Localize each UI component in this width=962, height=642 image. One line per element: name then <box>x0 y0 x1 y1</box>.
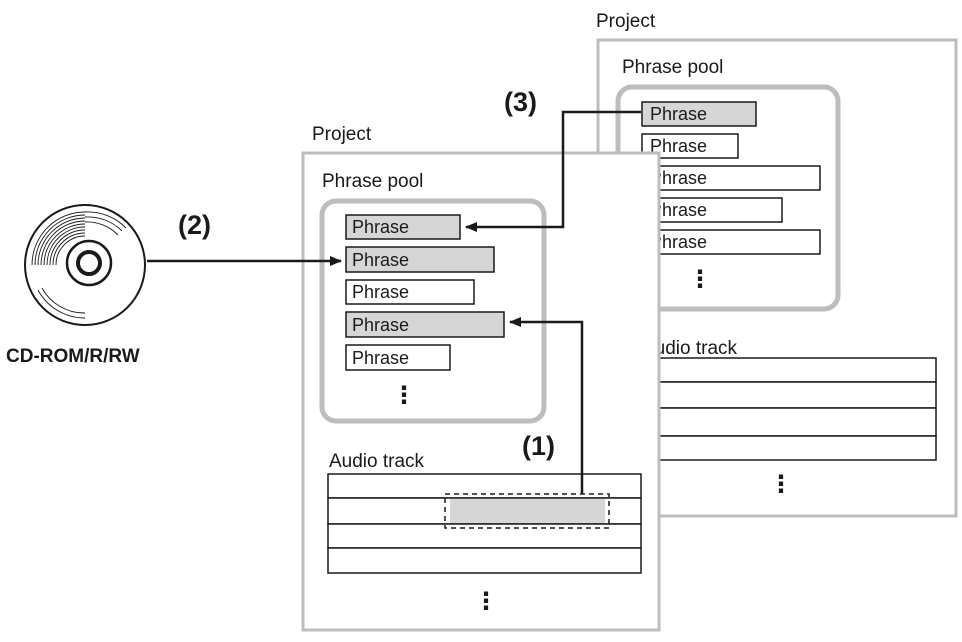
arrow-step-three-project-to-pool <box>465 110 641 232</box>
project-back-track-row <box>637 435 937 461</box>
step-two-label: (2) <box>178 210 211 240</box>
project-back-phrase-slot <box>641 165 821 191</box>
audio-track-selection <box>444 493 610 529</box>
project-front-phrase-label: Phrase <box>352 315 409 335</box>
project-back-phrase-label: Phrase <box>650 168 707 188</box>
project-front-phrase-slot <box>345 279 475 305</box>
project-front-track-title: Audio track <box>329 451 425 472</box>
cd-label: CD-ROM/R/RW <box>6 346 140 367</box>
arrow-step-one-track-to-pool <box>509 317 584 494</box>
cd-disc-icon <box>24 204 146 326</box>
project-front-pool-ellipsis: ⋮ <box>392 382 416 409</box>
project-front: Project Phrase pool Phrase Phrase Phrase… <box>301 124 661 632</box>
project-back-phrase-slot <box>641 197 783 223</box>
project-back-phrase-label: Phrase <box>650 136 707 156</box>
project-back-track-row <box>637 357 937 383</box>
project-back-phrase-label: Phrase <box>650 104 707 124</box>
step-three-label: (3) <box>504 87 537 117</box>
project-front-phrase-slot <box>345 311 505 338</box>
project-back-phrase-slot <box>641 101 757 127</box>
project-back-phrase-label: Phrase <box>650 200 707 220</box>
project-front-phrase-slot <box>345 214 461 240</box>
project-front-pool-title: Phrase pool <box>322 171 423 192</box>
cd-grooves <box>31 211 127 319</box>
project-front-title: Project <box>312 124 372 145</box>
project-front-phrase-label: Phrase <box>352 217 409 237</box>
project-front-track-ellipsis: ⋮ <box>474 588 498 615</box>
step-one-label: (1) <box>522 431 555 461</box>
project-back-track-row <box>637 407 937 437</box>
project-back-track-row <box>637 381 937 409</box>
project-front-phrase-slot <box>345 246 495 273</box>
project-back-pool-title: Phrase pool <box>622 57 723 78</box>
project-back-title: Project <box>596 11 656 32</box>
project-front-phrase-label: Phrase <box>352 250 409 270</box>
project-front-track-row <box>327 547 642 574</box>
project-front-phrase-slot <box>345 344 451 371</box>
project-back-track-ellipsis: ⋮ <box>769 471 793 498</box>
project-back-pool-ellipsis: ⋮ <box>688 266 712 293</box>
audio-track-region <box>450 499 605 523</box>
project-front-phrase-label: Phrase <box>352 282 409 302</box>
project-front-track-row <box>327 523 642 549</box>
project-front-phrase-label: Phrase <box>352 348 409 368</box>
project-back-phrase-label: Phrase <box>650 232 707 252</box>
project-back-track-title: Audio track <box>642 338 738 359</box>
